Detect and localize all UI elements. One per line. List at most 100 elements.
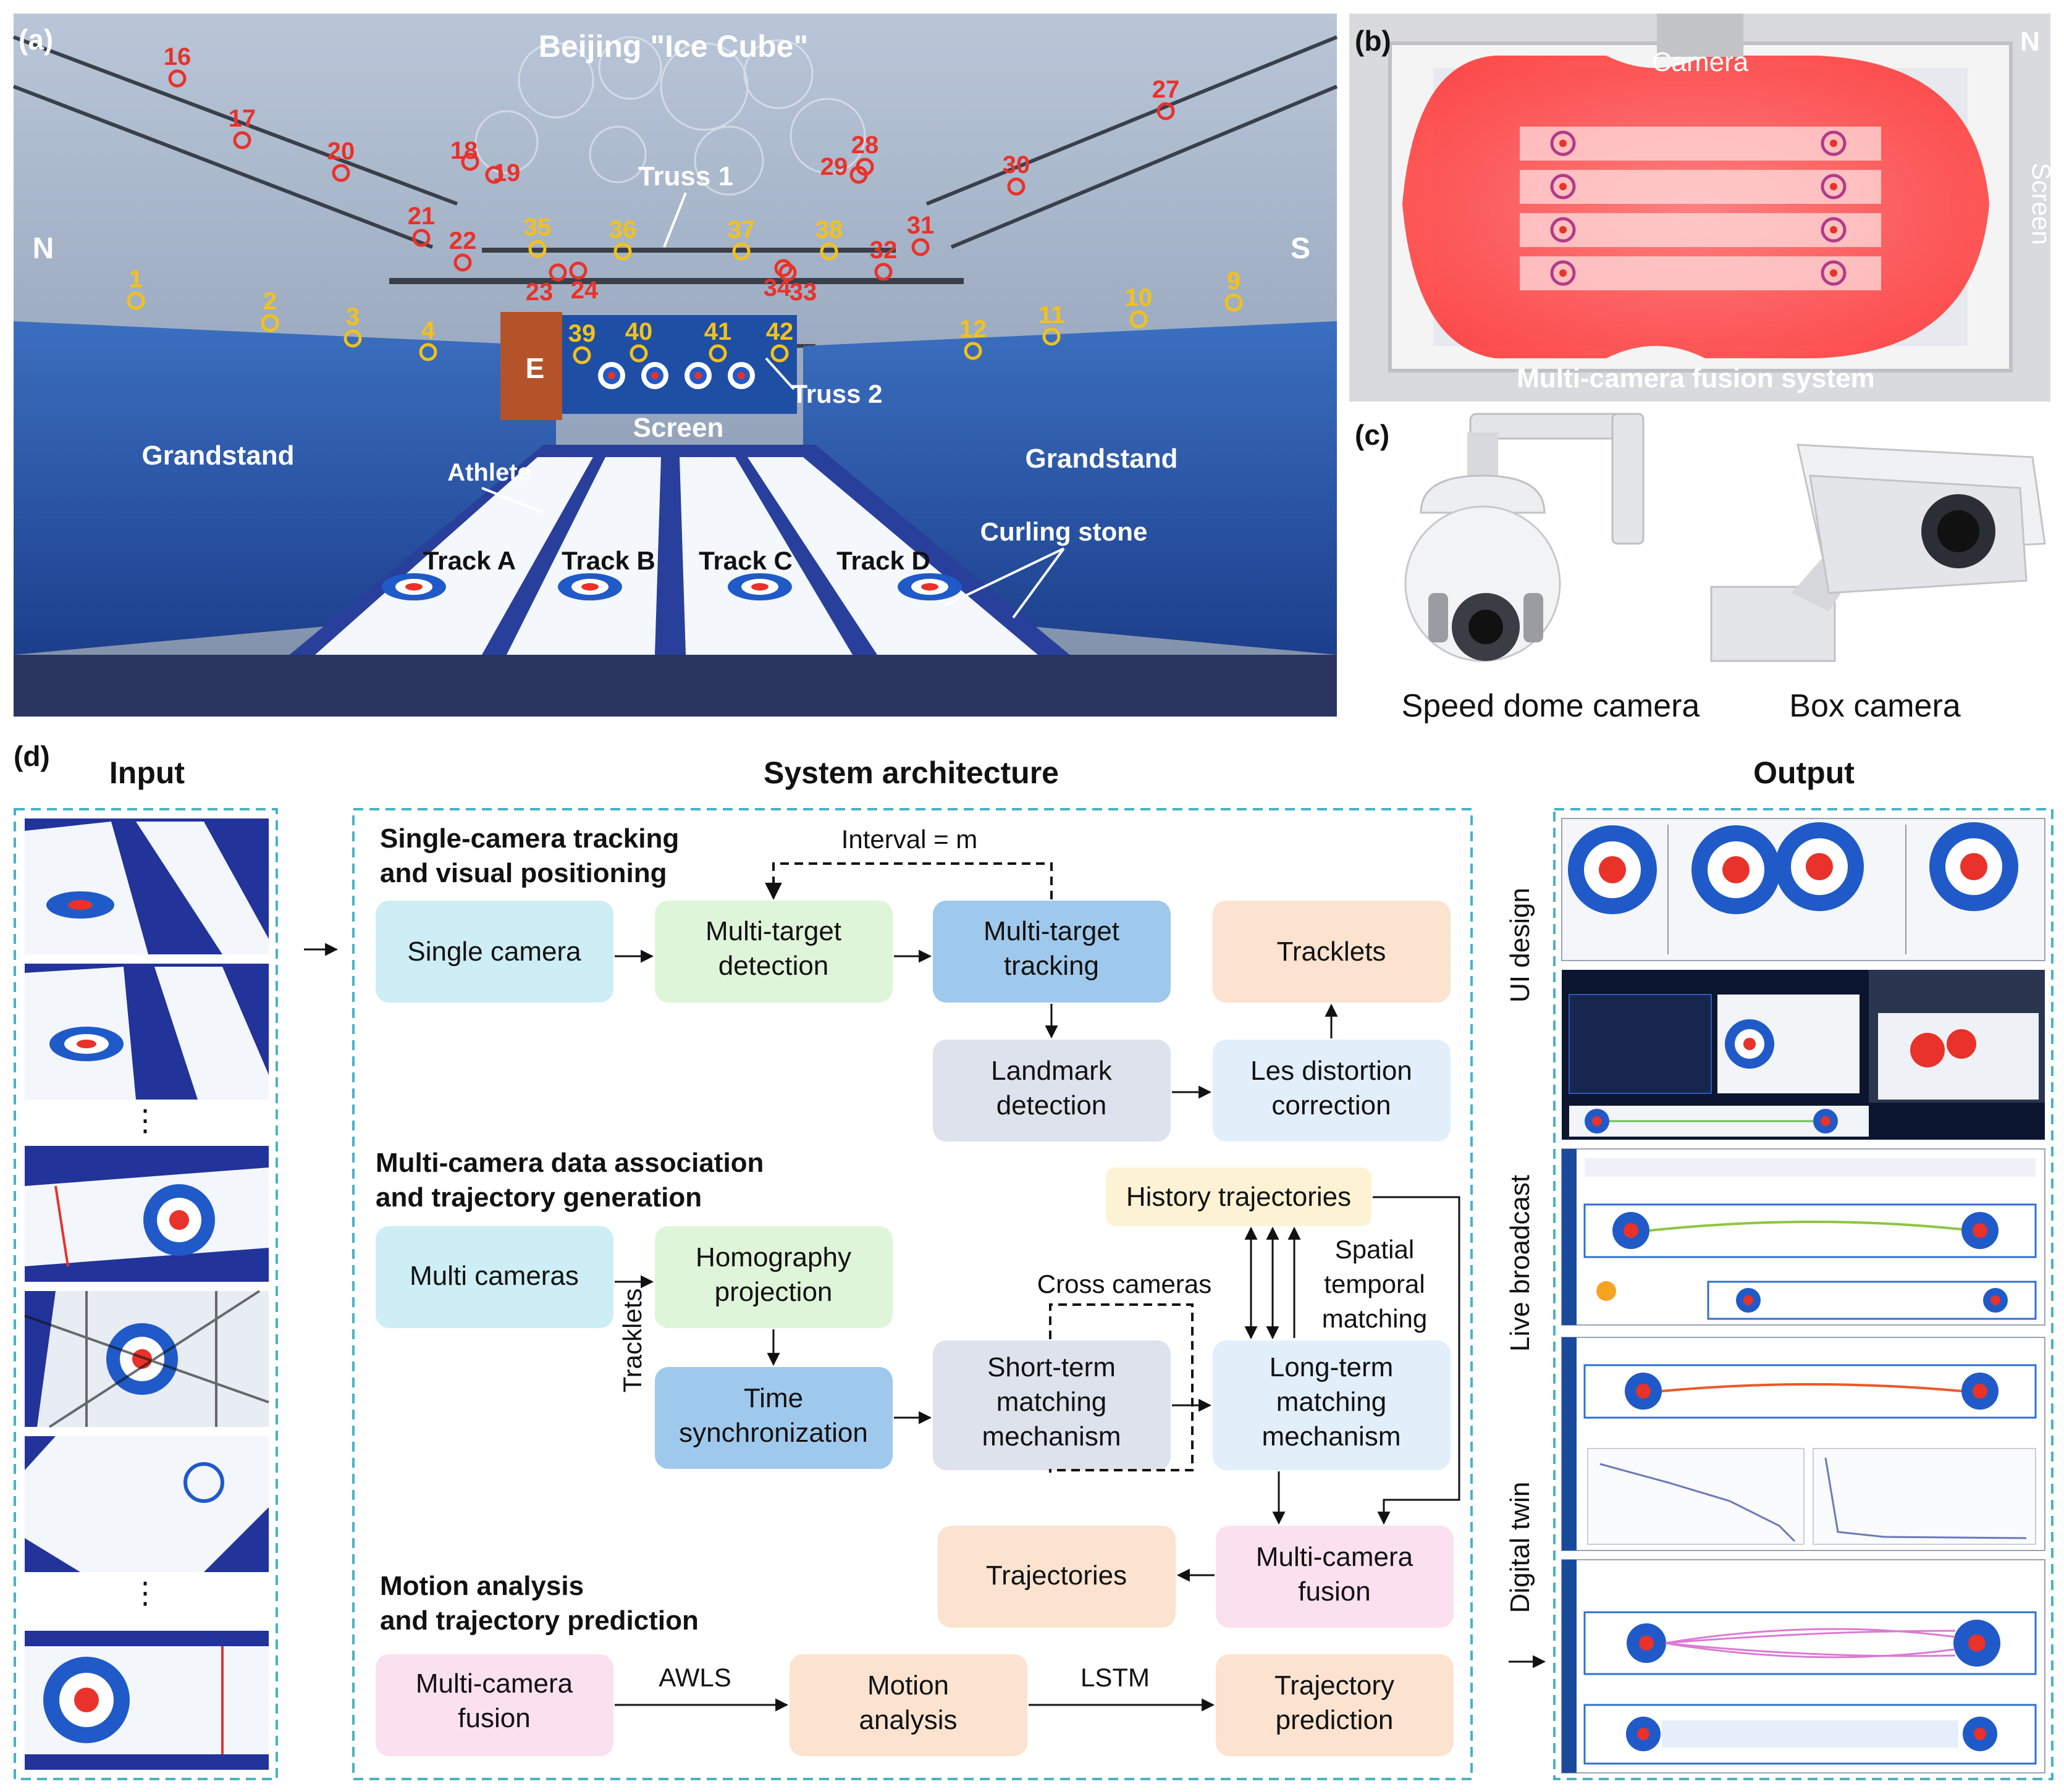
yellow-marker-38-label: 38 (815, 216, 843, 243)
yellow-marker-40-label: 40 (625, 318, 653, 345)
red-marker-24-label: 24 (571, 277, 599, 304)
sheet-lanes (1520, 127, 1881, 290)
yellow-marker-35-icon (528, 240, 547, 258)
box-short-term-l2: matching (996, 1387, 1107, 1417)
truss1-label: Truss 1 (638, 161, 733, 191)
red-marker-17-icon (233, 131, 251, 149)
box-landmark-l1: Landmark (991, 1056, 1113, 1086)
red-marker-30-label: 30 (1003, 151, 1030, 179)
box-traj-pred-l1: Trajectory (1274, 1670, 1394, 1701)
red-marker-22-label: 22 (449, 227, 477, 254)
output-live-broadcast-label: Live broadcast (1505, 1175, 1535, 1352)
camera-label: Camera (1652, 47, 1749, 77)
red-marker-27-label: 27 (1152, 76, 1180, 103)
fusion-system-caption: Multi-camera fusion system (1517, 363, 1875, 393)
interval-label: Interval = m (841, 825, 978, 854)
red-marker-16-label: 16 (164, 43, 192, 70)
yellow-marker-3-icon (343, 329, 362, 348)
box-time-sync-l1: Time (744, 1383, 803, 1413)
box-long-term-l1: Long-term (1270, 1352, 1394, 1382)
b-target-1-0-icon (1550, 174, 1576, 200)
red-marker-31-label: 31 (907, 212, 935, 239)
truss1-pointer (663, 192, 687, 248)
athlete-pointer (481, 487, 544, 514)
north-label-b: N (2020, 27, 2040, 57)
yellow-marker-9-icon (1224, 293, 1243, 312)
output-digital-twin-2 (1561, 1559, 2045, 1773)
sheet-targets (1550, 130, 1847, 286)
panel-c: (c) Speed dome camera Box camera (1355, 413, 2046, 724)
input-container (14, 808, 278, 1780)
output-container (1553, 808, 2053, 1780)
section1-title-line2: and visual positioning (380, 858, 667, 888)
red-marker-20-icon (332, 164, 350, 182)
box-distortion-l1: Les distortion (1250, 1056, 1412, 1086)
athlete-label: Athlete (447, 459, 531, 486)
box-history (1106, 1167, 1371, 1226)
b-target-0-1-icon (1821, 130, 1847, 156)
grandstand-right: Grandstand (1026, 444, 1178, 474)
track-b-label: Track B (562, 546, 655, 575)
panel-a-letter: (a) (19, 23, 53, 56)
red-marker-29-label: 29 (820, 153, 848, 180)
red-marker-29-icon (849, 166, 868, 184)
stone-pointer-2 (1012, 547, 1065, 619)
yellow-marker-39-label: 39 (568, 320, 596, 347)
b-target-3-0-center (1559, 269, 1567, 277)
speed-dome-caption: Speed dome camera (1402, 688, 1700, 724)
box-motion-l2: analysis (859, 1705, 958, 1735)
box-tracklets-text: Tracklets (1277, 936, 1386, 967)
box-time-sync (655, 1367, 893, 1469)
red-marker-20-label: 20 (327, 138, 355, 165)
red-marker-22-icon (453, 253, 472, 272)
red-marker-32-label: 32 (870, 237, 898, 264)
yellow-marker-37-icon (732, 242, 751, 261)
output-ui-design-label: UI design (1505, 888, 1535, 1003)
box-homography-l2: projection (715, 1277, 833, 1307)
box-mc-fusion-l2: fusion (1298, 1576, 1370, 1607)
yellow-marker-1-label: 1 (129, 266, 143, 293)
box-long-term (1213, 1340, 1451, 1470)
box-distortion-l2: correction (1271, 1090, 1391, 1121)
box-mc-fusion-l1: Multi-camera (1256, 1542, 1413, 1572)
yellow-marker-10-icon (1129, 310, 1148, 329)
box-mt-detection-l1: Multi-target (706, 916, 841, 946)
panel-d-letter: (d) (14, 740, 50, 772)
speed-dome-camera-icon (1404, 413, 1645, 662)
input-ellipsis-2: ⋮ (130, 1577, 160, 1610)
spatial-line3: matching (1322, 1304, 1427, 1333)
south-label: S (1291, 232, 1310, 265)
b-target-3-0-icon (1550, 260, 1576, 286)
box-long-term-l3: mechanism (1262, 1421, 1401, 1452)
box-homography-l1: Homography (696, 1242, 851, 1272)
box-camera-caption: Box camera (1789, 688, 1961, 724)
track-a-label: Track A (423, 546, 516, 575)
output-digital-twin-label: Digital twin (1505, 1482, 1535, 1613)
yellow-marker-2-label: 2 (263, 288, 277, 315)
yellow-marker-4-icon (419, 343, 437, 361)
red-marker-19-icon (485, 166, 503, 184)
box-traj-pred-l2: prediction (1276, 1705, 1394, 1735)
section1-title-line1: Single-camera tracking (380, 823, 679, 854)
grandstand-left: Grandstand (142, 440, 295, 471)
yellow-marker-41-label: 41 (704, 318, 732, 345)
input-frame-1 (25, 818, 269, 954)
yellow-marker-2-icon (261, 314, 279, 332)
box-camera-icon (1710, 444, 2046, 662)
yellow-marker-42-icon (770, 344, 789, 363)
yellow-marker-36-label: 36 (609, 216, 637, 243)
red-marker-18-label: 18 (450, 137, 478, 164)
box-time-sync-l2: synchronization (679, 1418, 868, 1448)
red-marker-23-icon (549, 263, 567, 282)
box-mt-tracking-l2: tracking (1004, 951, 1099, 981)
red-marker-19-label: 19 (493, 159, 521, 187)
red-marker-33-label: 33 (790, 279, 817, 306)
input-title: Input (109, 755, 185, 790)
panel-b: Camera (b) N Screen Multi-camera fusion … (1349, 14, 2056, 402)
interval-feedback-arrow (765, 862, 1053, 900)
input-frame-4 (24, 1290, 269, 1428)
box-traj-pred (1216, 1654, 1454, 1756)
box-mc-fusion2-l2: fusion (458, 1703, 530, 1733)
panel-b-letter: (b) (1355, 25, 1391, 57)
